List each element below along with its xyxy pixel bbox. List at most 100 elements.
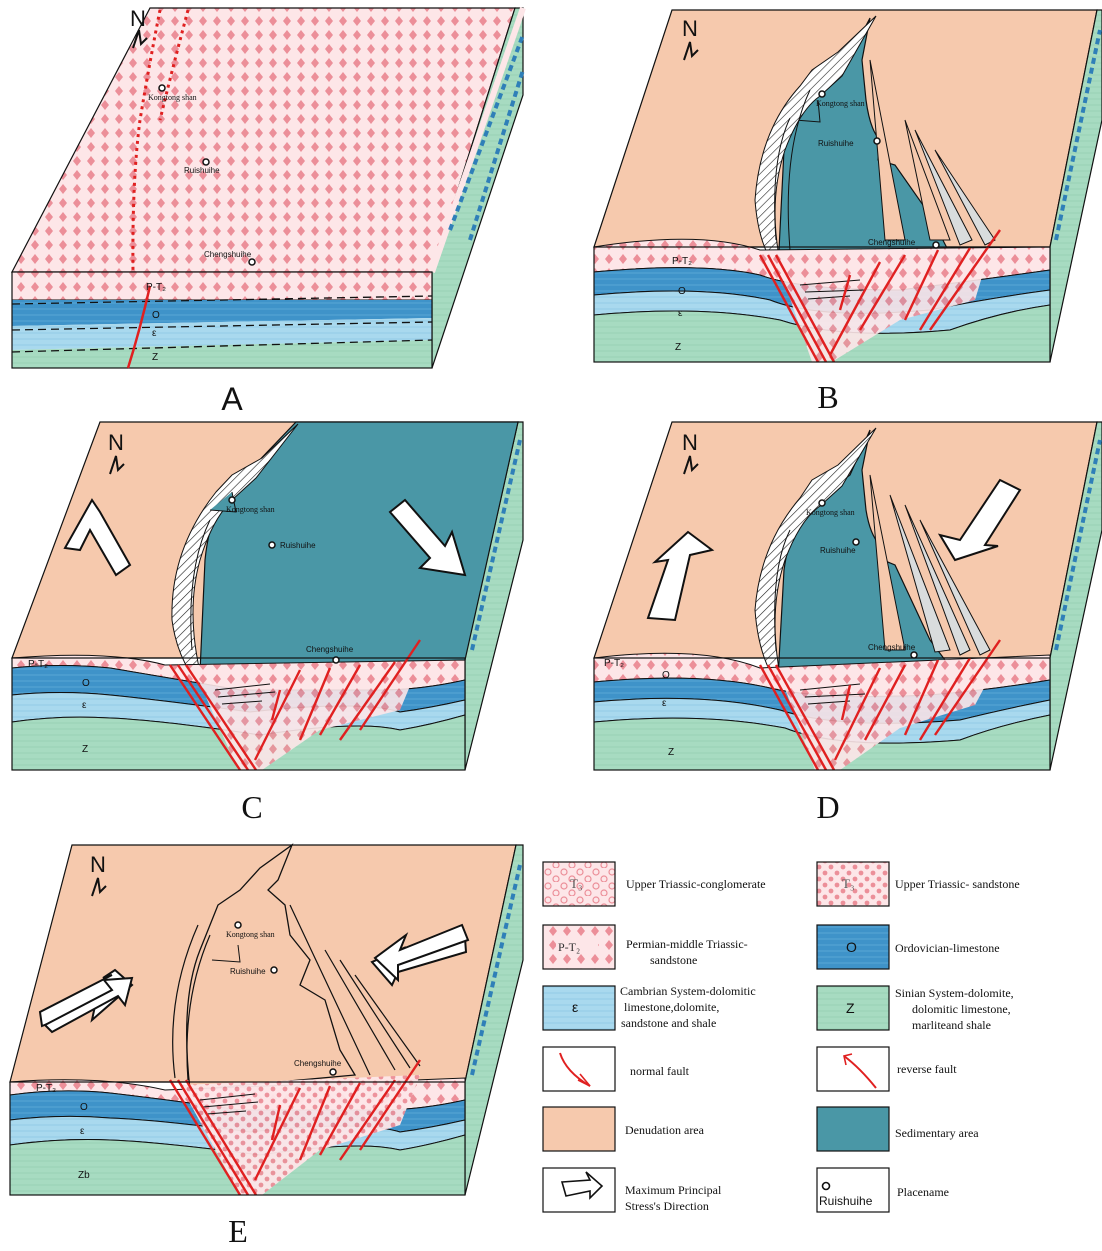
panel-d-label-pt: P-T₂ [604,658,624,669]
panel-c-place-marker-kongtong [229,497,235,503]
legend-item-denudation-area: Denudation area [543,1107,705,1151]
panel-e: N Kongtong shan Ruishuihe Chengshuihe P-… [10,845,523,1249]
panel-a-label-z: Z [152,352,158,363]
legend: T₃ Upper Triassic-conglomerate T₃ Upper … [543,862,1020,1213]
panel-b-place-marker-ruishuihe [874,138,880,144]
legend-item-ordovician-limestone: O Ordovician-limestone [817,925,1000,969]
svg-text:Placename: Placename [897,1185,949,1199]
panel-c-place-kongtong: Kongtong shan [226,505,275,514]
svg-text:N: N [90,852,106,877]
svg-text:marliteand shale: marliteand shale [912,1018,991,1032]
svg-text:N: N [682,16,698,41]
svg-text:dolomitic limestone,: dolomitic limestone, [912,1002,1011,1016]
panel-a-place-marker-ruishuihe [203,159,209,165]
svg-text:sandstone and shale: sandstone and shale [621,1016,716,1030]
legend-item-upper-triassic-sandstone: T₃ Upper Triassic- sandstone [817,862,1020,906]
svg-text:normal fault: normal fault [630,1064,690,1078]
svg-text:Maximum Principal: Maximum Principal [625,1183,722,1197]
svg-text:limestone,dolomite,: limestone,dolomite, [624,1000,719,1014]
panel-a-place-kongtong: Kongtong shan [148,93,197,102]
svg-text:Upper Triassic- sandstone: Upper Triassic- sandstone [895,877,1020,891]
legend-item-upper-triassic-conglomerate: T₃ Upper Triassic-conglomerate [543,862,766,906]
panel-e-label-pt: P-T₂ [36,1083,56,1094]
panel-b-place-marker-chengshuihe [933,242,939,248]
panel-b-label-cam: ε [678,308,683,319]
panel-b-place-ruishuihe: Ruishuihe [818,139,854,148]
panel-d-place-ruishuihe: Ruishuihe [820,546,856,555]
panel-b-place-chengshuihe: Chengshuihe [868,238,916,247]
legend-item-sedimentary-area: Sedimentary area [817,1107,979,1151]
panel-a-place-marker-chengshuihe [249,259,255,265]
svg-text:sandstone: sandstone [650,953,697,967]
panel-a-top-surface [12,8,515,272]
svg-text:Ordovician-limestone: Ordovician-limestone [895,941,1000,955]
svg-text:Cambrian System-dolomitic: Cambrian System-dolomitic [620,984,756,998]
svg-text:Ruishuihe: Ruishuihe [819,1194,873,1208]
panel-e-place-marker-chengshuihe [330,1069,336,1075]
svg-text:reverse fault: reverse fault [897,1062,957,1076]
panel-c: N Kongtong shan Ruishuihe Chengshuihe P-… [12,422,523,825]
panel-e-label-cam: ε [80,1126,85,1137]
panel-e-place-kongtong: Kongtong shan [226,930,275,939]
panel-b-place-marker-kongtong [819,91,825,97]
panel-e-place-chengshuihe: Chengshuihe [294,1059,342,1068]
svg-text:Z: Z [846,1000,855,1016]
panel-d-place-chengshuihe: Chengshuihe [868,643,916,652]
panel-c-place-ruishuihe: Ruishuihe [280,541,316,550]
legend-item-cambrian: ε Cambrian System-dolomitic limestone,do… [543,984,756,1030]
panel-c-place-marker-chengshuihe [333,657,339,663]
panel-b-label-o: O [678,286,686,297]
panel-a-place-marker-kongtong [159,85,165,91]
panel-c-place-marker-ruishuihe [269,542,275,548]
legend-item-normal-fault: normal fault [543,1047,690,1091]
svg-text:O: O [846,939,857,955]
panel-c-caption: C [241,789,262,825]
panel-e-place-ruishuihe: Ruishuihe [230,967,266,976]
panel-a-place-chengshuihe: Chengshuihe [204,250,252,259]
svg-text:Sinian System-dolomite,: Sinian System-dolomite, [895,986,1014,1000]
panel-a-layer-pt [12,272,432,300]
panel-b-label-z: Z [675,342,681,353]
svg-text:Stress's Direction: Stress's Direction [625,1199,709,1213]
svg-text:N: N [682,430,698,455]
legend-item-permian-middle-triassic: P-T₂ Permian-middle Triassic- sandstone [543,925,748,969]
panel-b-label-pt: P-T₂ [672,256,692,267]
panel-c-label-pt: P-T₂ [28,659,48,670]
panel-d-place-marker-chengshuihe [911,652,917,658]
panel-e-label-o: O [80,1102,88,1113]
svg-text:Denudation area: Denudation area [625,1123,705,1137]
panel-a-caption: A [221,381,243,417]
panel-c-place-chengshuihe: Chengshuihe [306,645,354,654]
panel-c-label-o: O [82,678,90,689]
svg-text:Sedimentary area: Sedimentary area [895,1126,979,1140]
panel-d-place-marker-kongtong [819,500,825,506]
panel-d: N Kongtong shan Ruishuihe Chengshuihe P-… [594,422,1102,825]
panel-d-label-cam: ε [662,698,667,709]
svg-text:N: N [108,430,124,455]
panel-c-label-z: Z [82,744,88,755]
panel-a-label-o: O [152,310,160,321]
panel-b-place-kongtong: Kongtong shan [816,99,865,108]
panel-d-place-kongtong: Kongtong shan [806,508,855,517]
panel-a-label-cam: ε [152,328,157,339]
panel-b: N Kongtong shan Ruishuihe Chengshuihe P-… [594,10,1102,415]
legend-item-sinian: Z Sinian System-dolomite, dolomitic lime… [817,986,1014,1032]
legend-item-placename: Ruishuihe Placename [817,1168,949,1212]
svg-text:T₃: T₃ [842,876,854,891]
panel-d-caption: D [816,789,839,825]
panel-e-place-marker-kongtong [235,922,241,928]
svg-text:T₃: T₃ [570,876,582,891]
svg-text:Permian-middle Triassic-: Permian-middle Triassic- [626,937,748,951]
svg-text:ε: ε [572,999,578,1015]
panel-b-caption: B [817,379,838,415]
panel-a-label-pt: P-T₂ [146,282,166,293]
panel-e-place-marker-ruishuihe [271,967,277,973]
panel-e-label-z: Zb [78,1170,90,1181]
panel-d-label-o: O [662,670,670,681]
panel-c-label-cam: ε [82,700,87,711]
legend-item-stress-direction: Maximum Principal Stress's Direction [543,1168,722,1213]
svg-text:Upper Triassic-conglomerate: Upper Triassic-conglomerate [626,877,766,891]
panel-a: N Kongtong shan Ruishuihe Chengshuihe P-… [12,6,523,417]
legend-item-reverse-fault: reverse fault [817,1047,957,1091]
